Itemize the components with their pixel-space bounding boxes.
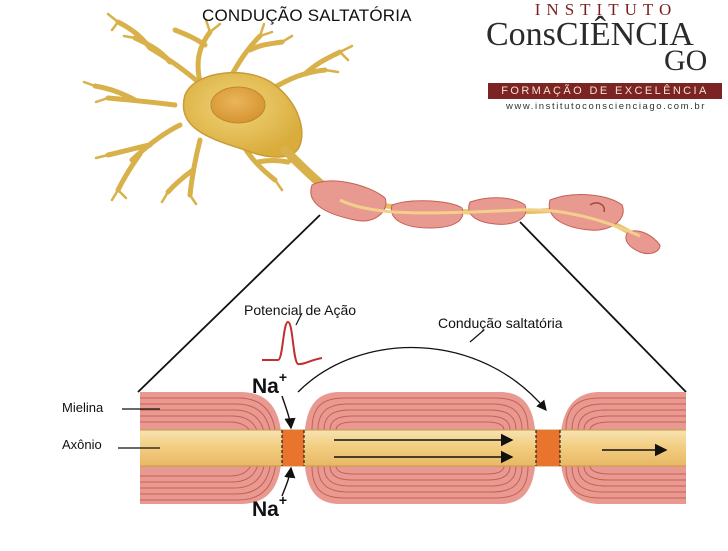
node-of-ranvier-1 xyxy=(281,430,305,466)
conduction-arrows xyxy=(334,433,668,464)
saltatory-label-leader xyxy=(469,329,485,343)
myelin-label: Mielina xyxy=(62,400,104,415)
neuron-illustration xyxy=(82,12,661,255)
nucleus xyxy=(210,86,266,124)
logo-top-word: INSTITUTO xyxy=(534,0,678,19)
sodium-ion-label-bottom: Na+ xyxy=(252,492,288,521)
logo-url: www.institutoconscienciago.com.br xyxy=(505,101,707,112)
sodium-influx-arrows xyxy=(281,395,296,497)
logo-main-word: ConsCIÊNCIA xyxy=(486,16,694,53)
axon-core xyxy=(140,430,686,466)
saltatory-jump-arrow xyxy=(297,347,547,412)
saltatory-conduction-label: Condução saltatória xyxy=(438,315,563,331)
zoomed-axon xyxy=(118,329,686,504)
action-potential-spike-icon xyxy=(262,312,323,366)
logo-suffix: GO xyxy=(664,44,708,77)
action-potential-label: Potencial de Ação xyxy=(244,302,357,318)
axon-label: Axônio xyxy=(62,437,102,452)
myelin-segments-top xyxy=(310,180,661,255)
node-of-ranvier-2 xyxy=(535,430,561,466)
sodium-ion-label-top: Na+ xyxy=(252,369,288,398)
logo-band: FORMAÇÃO DE EXCELÊNCIA xyxy=(488,83,722,99)
institute-logo: INSTITUTO ConsCIÊNCIA GO FORMAÇÃO DE EXC… xyxy=(484,0,728,118)
zoom-lines xyxy=(137,214,687,393)
page-title: CONDUÇÃO SALTATÓRIA xyxy=(202,6,412,25)
